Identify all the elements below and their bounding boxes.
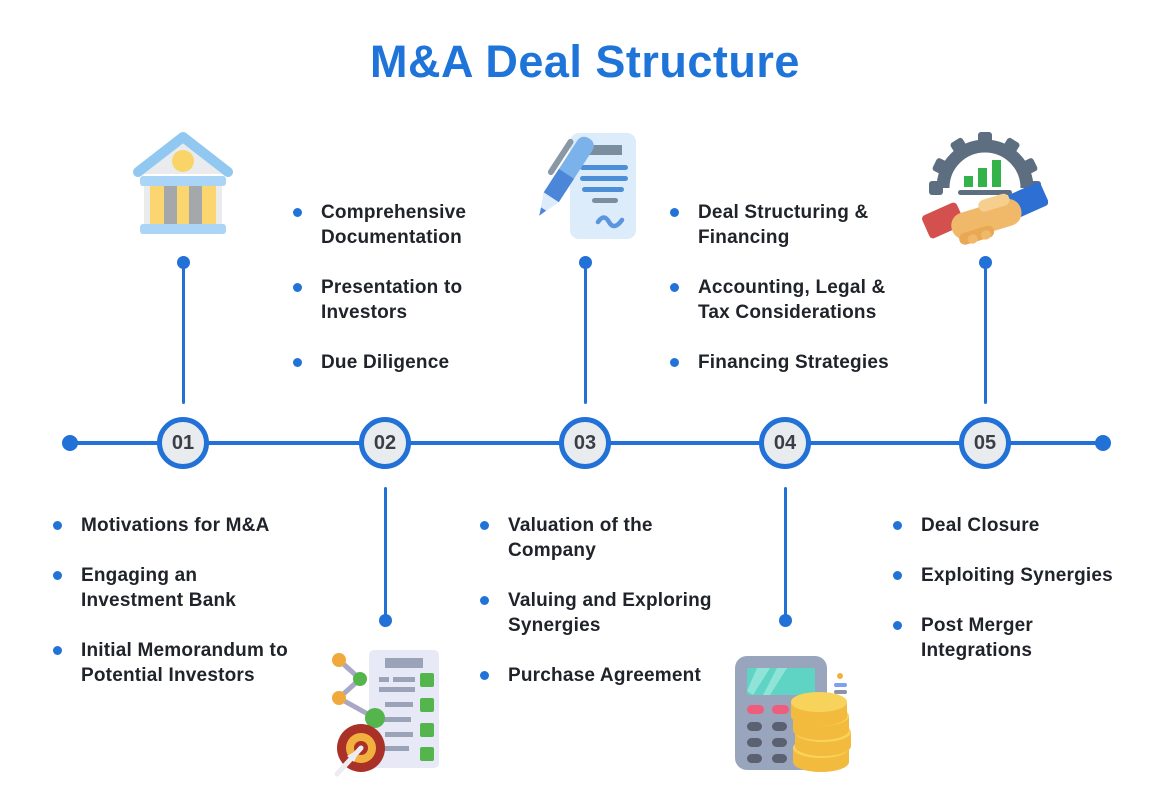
connector-stage-01 — [181, 262, 185, 404]
list-item-text: Post Merger Integrations — [921, 615, 1034, 661]
calculator-coins-icon — [727, 648, 853, 783]
connector-dot-stage-05 — [978, 256, 992, 269]
bullet-dot-icon — [480, 671, 489, 680]
bullet-dot-icon — [293, 208, 302, 217]
connector-dot-stage-02 — [378, 614, 392, 627]
timeline-node-04: 04 — [759, 417, 811, 469]
bullet-dot-icon — [893, 621, 902, 630]
list-item-text: Valuing and Exploring Synergies — [508, 590, 712, 636]
timeline-node-05: 05 — [959, 417, 1011, 469]
bullet-dot-icon — [293, 358, 302, 367]
timeline-node-01: 01 — [157, 417, 209, 469]
list-item-text: Deal Structuring & Financing — [698, 202, 869, 248]
bullet-dot-icon — [893, 521, 902, 530]
list-item: Motivations for M&A — [53, 513, 288, 538]
node-number: 03 — [573, 431, 597, 454]
connector-stage-05 — [983, 262, 987, 404]
bullet-dot-icon — [53, 646, 62, 655]
bullet-dot-icon — [480, 596, 489, 605]
report-target-icon — [327, 644, 445, 787]
list-item: Engaging an Investment Bank — [53, 563, 288, 613]
bullet-dot-icon — [53, 521, 62, 530]
node-number: 05 — [973, 431, 997, 454]
node-number: 02 — [373, 431, 397, 454]
connector-dot-stage-03 — [578, 256, 592, 269]
list-item-text: Financing Strategies — [698, 352, 889, 373]
list-item-text: Comprehensive Documentation — [321, 202, 467, 248]
contract-pen-icon — [528, 125, 643, 260]
list-item-text: Due Diligence — [321, 352, 450, 373]
list-item: Valuing and Exploring Synergies — [480, 588, 712, 638]
timeline-node-02: 02 — [359, 417, 411, 469]
stage-01-list: Motivations for M&A Engaging an Investme… — [53, 513, 288, 713]
handshake-gear-icon — [922, 126, 1049, 259]
list-item: Purchase Agreement — [480, 663, 712, 688]
bullet-dot-icon — [293, 283, 302, 292]
page-title: M&A Deal Structure — [370, 36, 800, 87]
bullet-dot-icon — [893, 571, 902, 580]
bullet-dot-icon — [670, 208, 679, 217]
list-item: Comprehensive Documentation — [293, 200, 466, 250]
list-item: Valuation of the Company — [480, 513, 712, 563]
bullet-dot-icon — [480, 521, 489, 530]
list-item-text: Exploiting Synergies — [921, 565, 1113, 586]
stage-05-list: Deal Closure Exploiting Synergies Post M… — [893, 513, 1113, 688]
stage-02-list: Comprehensive Documentation Presentation… — [293, 200, 466, 400]
list-item: Financing Strategies — [670, 350, 889, 375]
list-item: Deal Structuring & Financing — [670, 200, 889, 250]
connector-stage-04 — [783, 487, 787, 620]
list-item-text: Initial Memorandum to Potential Investor… — [81, 640, 288, 686]
connector-dot-stage-01 — [176, 256, 190, 269]
list-item-text: Engaging an Investment Bank — [81, 565, 237, 611]
list-item-text: Presentation to Investors — [321, 277, 463, 323]
list-item: Presentation to Investors — [293, 275, 466, 325]
list-item: Initial Memorandum to Potential Investor… — [53, 638, 288, 688]
connector-dot-stage-04 — [778, 614, 792, 627]
list-item: Accounting, Legal & Tax Considerations — [670, 275, 889, 325]
list-item-text: Motivations for M&A — [81, 515, 270, 536]
list-item: Deal Closure — [893, 513, 1113, 538]
bank-icon — [128, 126, 238, 245]
node-number: 01 — [171, 431, 195, 454]
bullet-dot-icon — [670, 283, 679, 292]
node-number: 04 — [773, 431, 797, 454]
bullet-dot-icon — [53, 571, 62, 580]
list-item-text: Accounting, Legal & Tax Considerations — [698, 277, 886, 323]
stage-04-list: Deal Structuring & Financing Accounting,… — [670, 200, 889, 400]
bullet-dot-icon — [670, 358, 679, 367]
connector-stage-03 — [583, 262, 587, 404]
timeline-start-dot — [62, 435, 78, 451]
stage-03-list: Valuation of the Company Valuing and Exp… — [480, 513, 712, 713]
timeline-end-dot — [1095, 435, 1111, 451]
list-item-text: Deal Closure — [921, 515, 1040, 536]
list-item: Post Merger Integrations — [893, 613, 1113, 663]
connector-stage-02 — [383, 487, 387, 620]
timeline-node-03: 03 — [559, 417, 611, 469]
list-item-text: Purchase Agreement — [508, 665, 701, 686]
list-item: Exploiting Synergies — [893, 563, 1113, 588]
list-item: Due Diligence — [293, 350, 466, 375]
list-item-text: Valuation of the Company — [508, 515, 653, 561]
